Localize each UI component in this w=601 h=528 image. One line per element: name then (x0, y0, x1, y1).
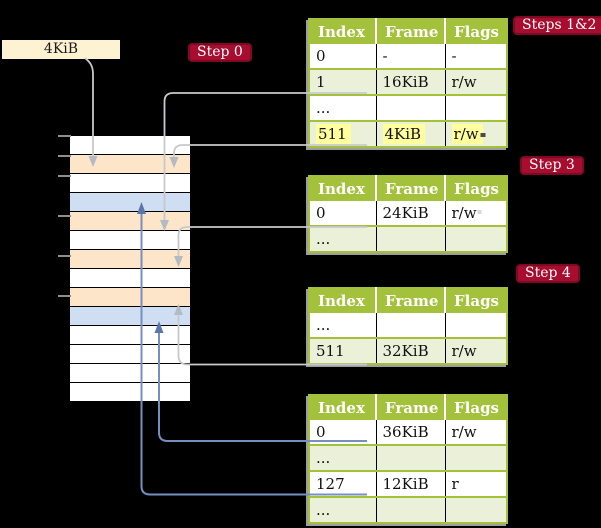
cell-index: 0 (316, 423, 326, 441)
memory-frame-row-13-white (70, 363, 190, 383)
memory-frame-row-9-peach (70, 287, 190, 307)
table-row: ... (309, 313, 507, 338)
cell-index: ... (316, 230, 331, 248)
col-header-frame: Frame (375, 19, 445, 44)
col-header-flags: Flags (444, 19, 507, 44)
cell-flags: r (451, 475, 459, 493)
memory-tick (58, 255, 71, 257)
table-header-row: Index Frame Flags (309, 288, 507, 313)
table-row: 1 16KiB r/w (309, 69, 507, 95)
table-header-row: Index Frame Flags (309, 19, 507, 44)
col-header-index: Index (309, 176, 376, 201)
cell-index: ... (316, 501, 331, 519)
memory-frame-row-11-white (70, 325, 190, 345)
cell-frame: 36KiB (382, 423, 429, 441)
table-row: 0 - - (309, 44, 507, 69)
cell-index-highlighted: 511 (316, 124, 351, 144)
table-row: ... (309, 226, 507, 252)
cell-flags: r/w (451, 204, 477, 222)
frame-table-1: Index Frame Flags 0 - - 1 16KiB r/w ... (308, 18, 508, 148)
cell-index: 0 (316, 47, 326, 65)
memory-frame-row-10-blue (70, 306, 190, 326)
cell-frame: 24KiB (382, 204, 429, 222)
memory-frame-row-1-white (70, 135, 190, 155)
memory-tick (58, 135, 71, 137)
table-row-recursive-entry: 511 4KiB r/w (309, 121, 507, 147)
root-table-address-label: 4KiB (43, 41, 79, 57)
memory-tick (58, 295, 71, 297)
memory-frame-row-4-blue (70, 192, 190, 212)
step-4-badge: Step 4 (516, 264, 580, 283)
cell-index: 1 (316, 73, 326, 91)
memory-tick (58, 175, 71, 177)
col-header-flags: Flags (444, 395, 507, 420)
step-0-badge: Step 0 (188, 43, 252, 62)
memory-frame-row-14-white (70, 382, 190, 402)
col-header-index: Index (309, 288, 376, 313)
memory-frame-row-3-white (70, 173, 190, 193)
step-3-badge: Step 3 (520, 156, 584, 175)
root-table-address-box: 4KiB (2, 40, 120, 59)
cell-index: 127 (316, 475, 345, 493)
cell-index: 511 (316, 342, 345, 360)
memory-frame-row-5-peach (70, 211, 190, 231)
memory-frame-row-12-white (70, 344, 190, 364)
col-header-frame: Frame (375, 395, 445, 420)
frame-table-4: Index Frame Flags 0 36KiB r/w ... 127 12… (308, 394, 508, 524)
memory-frame-row-8-white (70, 268, 190, 288)
cell-index: ... (316, 449, 331, 467)
table-row: 0 36KiB r/w (309, 420, 507, 445)
memory-frame-row-2-peach (70, 154, 190, 174)
cell-index: ... (316, 99, 331, 117)
steps-1-2-badge: Steps 1&2 (513, 16, 601, 35)
table-row: ... (309, 445, 507, 471)
memory-frame-row-7-peach (70, 249, 190, 269)
cell-index: ... (316, 316, 331, 334)
table-row: 511 32KiB r/w (309, 338, 507, 364)
memory-frame-row-6-white (70, 230, 190, 250)
cell-flags: r/w (451, 342, 477, 360)
cell-frame: 32KiB (382, 342, 429, 360)
table-row: 127 12KiB r (309, 471, 507, 497)
frame-table-3: Index Frame Flags ... 511 32KiB r/w (308, 287, 508, 365)
col-header-flags: Flags (444, 288, 507, 313)
col-header-index: Index (309, 395, 376, 420)
memory-tick (58, 155, 71, 157)
table-row: 0 24KiB r/w (309, 201, 507, 226)
cell-flags: r/w (451, 423, 477, 441)
cell-flags: - (451, 47, 457, 65)
cell-frame: 12KiB (382, 475, 429, 493)
cell-frame-highlighted: 4KiB (382, 124, 426, 144)
table-row: ... (309, 497, 507, 523)
cell-frame: - (382, 47, 388, 65)
cell-frame: 16KiB (382, 73, 429, 91)
table-header-row: Index Frame Flags (309, 176, 507, 201)
cell-flags: r/w (451, 73, 477, 91)
table-header-row: Index Frame Flags (309, 395, 507, 420)
col-header-frame: Frame (375, 288, 445, 313)
cell-index: 0 (316, 204, 326, 222)
physical-memory-column (70, 135, 190, 417)
memory-tick (58, 215, 71, 217)
col-header-frame: Frame (375, 176, 445, 201)
table-row: ... (309, 95, 507, 121)
col-header-index: Index (309, 19, 376, 44)
col-header-flags: Flags (444, 176, 507, 201)
cell-flags-highlighted: r/w (451, 124, 483, 144)
frame-table-2: Index Frame Flags 0 24KiB r/w ... (308, 175, 508, 253)
